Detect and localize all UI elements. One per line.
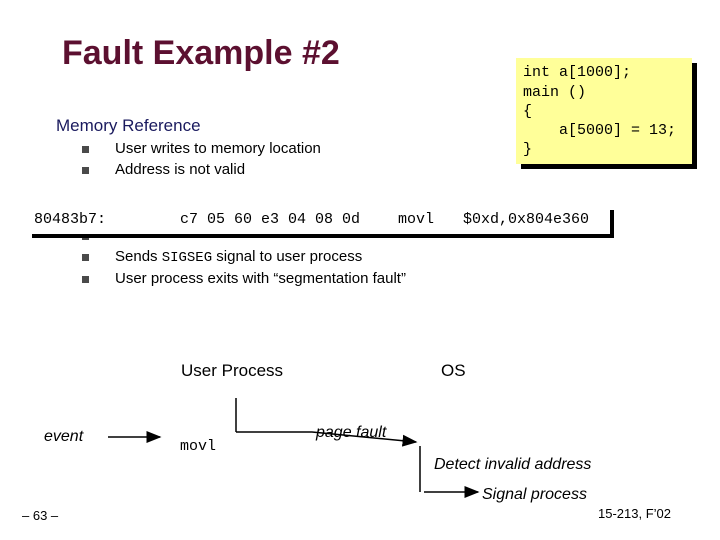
bullet-square-icon [82,276,89,283]
code-box: int a[1000]; main () { a[5000] = 13; } [516,58,692,164]
instruction-bar: 80483b7: c7 05 60 e3 04 08 0d movl $0xd,… [28,206,610,234]
instruction-opcode: movl [398,211,435,228]
instruction-operands: $0xd,0x804e360 [463,211,590,228]
signal-process-label: Signal process [482,486,587,503]
instruction-address: 80483b7: [34,211,107,228]
instruction-bytes: c7 05 60 e3 04 08 0d [180,211,361,228]
bullet-square-icon [82,254,89,261]
code-line: int a[1000]; [523,64,632,81]
detect-invalid-label: Detect invalid address [434,456,592,473]
page-number: – 63 – [22,508,59,523]
code-line: a[5000] = 13; [523,122,677,139]
event-label: event [44,428,84,445]
bullet-text: User process exits with “segmentation fa… [115,270,406,287]
bullet-text: Address is not valid [115,161,246,178]
movl-label: movl [180,438,217,455]
code-line: { [523,103,533,120]
page-fault-arrow [236,431,418,447]
course-label: 15-213, F’02 [598,506,671,521]
memory-reference-heading: Memory Reference [56,116,201,135]
code-line: main () [523,84,587,101]
os-label: OS [441,361,466,380]
signal-name: SIGSEG [161,250,213,266]
bullet-square-icon [82,146,89,153]
code-line: } [523,141,533,158]
signal-prefix: Sends [115,248,162,265]
bullet-square-icon [82,167,89,174]
signal-suffix: signal to user process [212,248,363,265]
bullet-text: User writes to memory location [115,140,321,157]
slide-title: Fault Example #2 [62,34,340,72]
bullet-text: Sends SIGSEG signal to user process [115,248,362,266]
bullet-square-icon [82,233,89,240]
user-process-label: User Process [181,361,284,380]
